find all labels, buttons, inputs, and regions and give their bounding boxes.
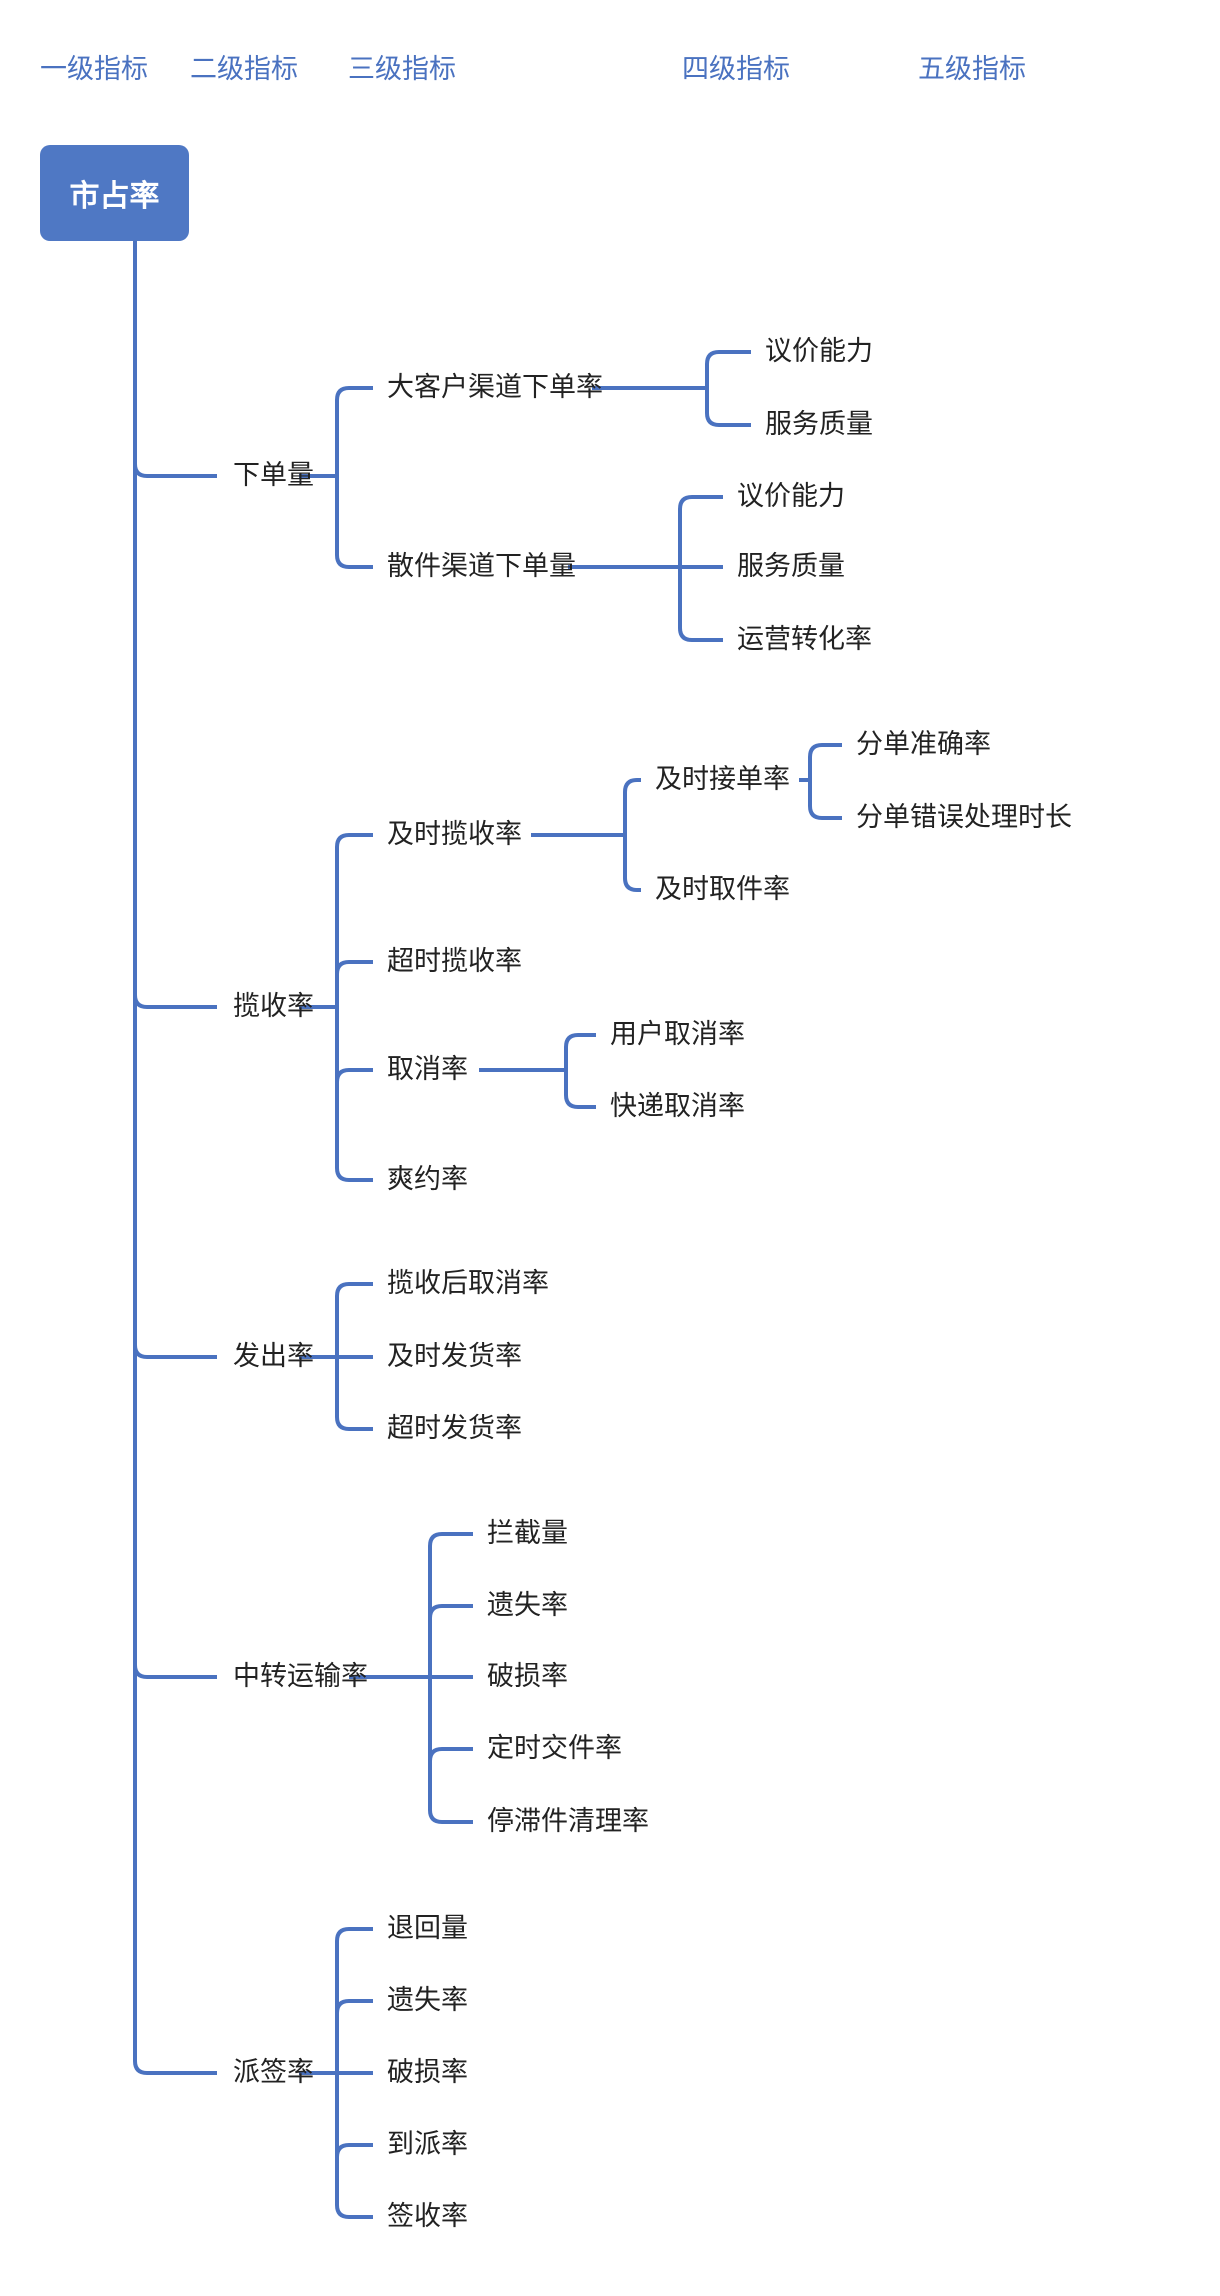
node-level-3[interactable]: 到派率 — [387, 2129, 468, 2160]
node-level-3[interactable]: 揽收后取消率 — [387, 1268, 549, 1299]
bracket-arm — [428, 1532, 473, 1547]
bracket-arm — [335, 1282, 373, 1297]
node-level-4[interactable]: 用户取消率 — [610, 1019, 745, 1050]
node-level-3[interactable]: 超时揽收率 — [387, 946, 522, 977]
trunk-branch-4 — [133, 2060, 217, 2075]
header-level-3: 三级指标 — [348, 54, 456, 85]
bracket-arm — [564, 1033, 596, 1048]
bracket-arm — [335, 1167, 373, 1182]
bracket-arm — [335, 1927, 373, 1942]
bracket-arm — [335, 1416, 373, 1431]
node-level-3[interactable]: 及时揽收率 — [387, 819, 522, 850]
node-level-3[interactable]: 破损率 — [487, 1661, 568, 1692]
node-level-5[interactable]: 分单错误处理时长 — [856, 802, 1072, 833]
bracket-arm — [335, 960, 373, 975]
node-level-2[interactable]: 中转运输率 — [233, 1661, 368, 1692]
header-level-4: 四级指标 — [682, 54, 790, 85]
node-level-2[interactable]: 揽收率 — [233, 991, 314, 1022]
trunk-branch-3 — [133, 1664, 217, 1679]
trunk-branch-2 — [133, 1344, 217, 1359]
bracket-arm — [705, 350, 751, 365]
bracket-arm — [428, 1747, 473, 1762]
bracket-arm — [623, 877, 641, 892]
node-level-3[interactable]: 及时发货率 — [387, 1341, 522, 1372]
node-level-4[interactable]: 服务质量 — [737, 551, 845, 582]
bracket-arm — [428, 1604, 473, 1619]
bracket-arm — [335, 386, 373, 401]
node-level-3[interactable]: 拦截量 — [487, 1518, 568, 1549]
node-level-3[interactable]: 破损率 — [387, 2057, 468, 2088]
bracket-arm — [678, 495, 723, 510]
bracket-arm — [808, 805, 842, 820]
node-level-4[interactable]: 运营转化率 — [737, 624, 872, 655]
node-level-3[interactable]: 签收率 — [387, 2201, 468, 2232]
node-level-3[interactable]: 爽约率 — [387, 1164, 468, 1195]
node-level-4[interactable]: 快递取消率 — [610, 1091, 745, 1122]
bracket-arm — [335, 833, 373, 848]
node-level-3[interactable]: 超时发货率 — [387, 1413, 522, 1444]
trunk-branch-0 — [133, 463, 217, 478]
node-level-3[interactable]: 遗失率 — [487, 1590, 568, 1621]
node-level-3[interactable]: 定时交件率 — [487, 1733, 622, 1764]
bracket-arm — [335, 554, 373, 569]
bracket-arm — [335, 2143, 373, 2158]
node-level-4[interactable]: 及时接单率 — [655, 764, 790, 795]
node-level-3[interactable]: 散件渠道下单量 — [387, 551, 576, 582]
node-level-2[interactable]: 派签率 — [233, 2057, 314, 2088]
bracket-arm — [678, 627, 723, 642]
header-level-2: 二级指标 — [190, 54, 298, 85]
node-level-4[interactable]: 议价能力 — [737, 481, 845, 512]
bracket-arm — [808, 743, 842, 758]
node-level-3[interactable]: 退回量 — [387, 1913, 468, 1944]
node-level-2[interactable]: 发出率 — [233, 1341, 314, 1372]
header-level-1: 一级指标 — [40, 54, 148, 85]
bracket-arm — [335, 1068, 373, 1083]
node-level-3[interactable]: 取消率 — [387, 1054, 468, 1085]
root-node-label: 市占率 — [69, 179, 160, 214]
bracket-arm — [623, 778, 641, 793]
node-level-4[interactable]: 议价能力 — [765, 336, 873, 367]
node-level-3[interactable]: 停滞件清理率 — [487, 1806, 649, 1837]
node-level-3[interactable]: 遗失率 — [387, 1985, 468, 2016]
bracket-arm — [428, 1809, 473, 1824]
node-level-2[interactable]: 下单量 — [233, 460, 314, 491]
bracket-arm — [564, 1094, 596, 1109]
node-level-4[interactable]: 及时取件率 — [655, 874, 790, 905]
node-level-3[interactable]: 大客户渠道下单率 — [387, 372, 603, 403]
node-level-5[interactable]: 分单准确率 — [856, 729, 991, 760]
root-node[interactable]: 市占率 — [40, 145, 189, 241]
header-level-5: 五级指标 — [918, 54, 1026, 85]
bracket-arm — [335, 2204, 373, 2219]
bracket-arm — [705, 412, 751, 427]
bracket-arm — [335, 1999, 373, 2014]
node-level-4[interactable]: 服务质量 — [765, 409, 873, 440]
trunk-branch-1 — [133, 994, 217, 1009]
